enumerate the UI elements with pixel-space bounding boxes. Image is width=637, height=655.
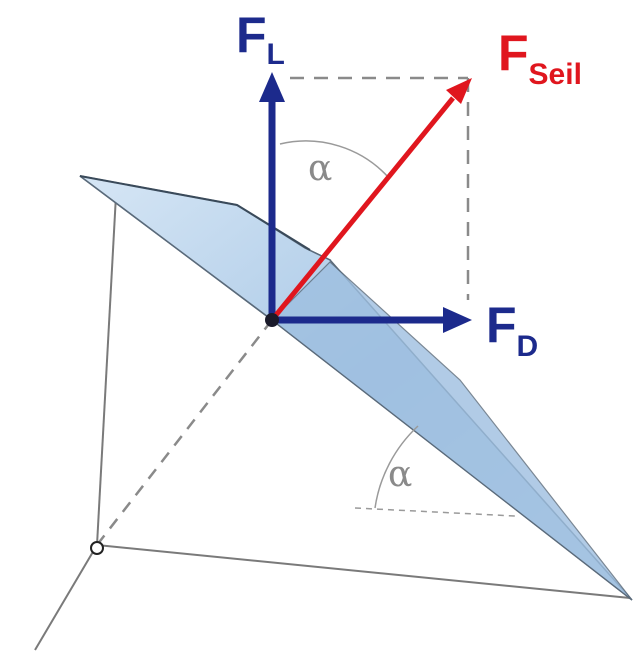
anchor-point <box>90 541 104 555</box>
force-parallelogram <box>290 76 470 300</box>
lift-arrowhead <box>259 72 285 102</box>
ground-lines <box>34 194 631 651</box>
lift-vector <box>259 72 285 320</box>
rope-force-label: FSeil <box>498 25 582 91</box>
tether-dashed-line <box>96 319 273 546</box>
kite-wing <box>79 175 633 601</box>
kite-center-point <box>265 313 279 327</box>
kite-leading-edge <box>79 175 311 251</box>
drag-arrowhead <box>443 307 472 333</box>
drag-vector <box>272 307 472 333</box>
drag-label: FD <box>486 297 538 363</box>
vertical-pole-line <box>96 194 117 546</box>
horizontal-reference-line <box>354 507 516 517</box>
angle-label-top: α <box>308 148 332 189</box>
kite-lower-panel <box>271 261 633 601</box>
kite-main-surface <box>79 175 633 601</box>
angle-arc-bottom <box>374 425 419 509</box>
lift-label: FL <box>236 7 285 71</box>
angle-arc-top <box>279 140 390 179</box>
rope-force-arrowhead <box>446 78 472 104</box>
rope-force-vector <box>270 78 472 322</box>
angle-label-bottom: α <box>388 454 412 495</box>
ground-line-left <box>34 544 98 651</box>
ground-line-right <box>96 544 631 599</box>
